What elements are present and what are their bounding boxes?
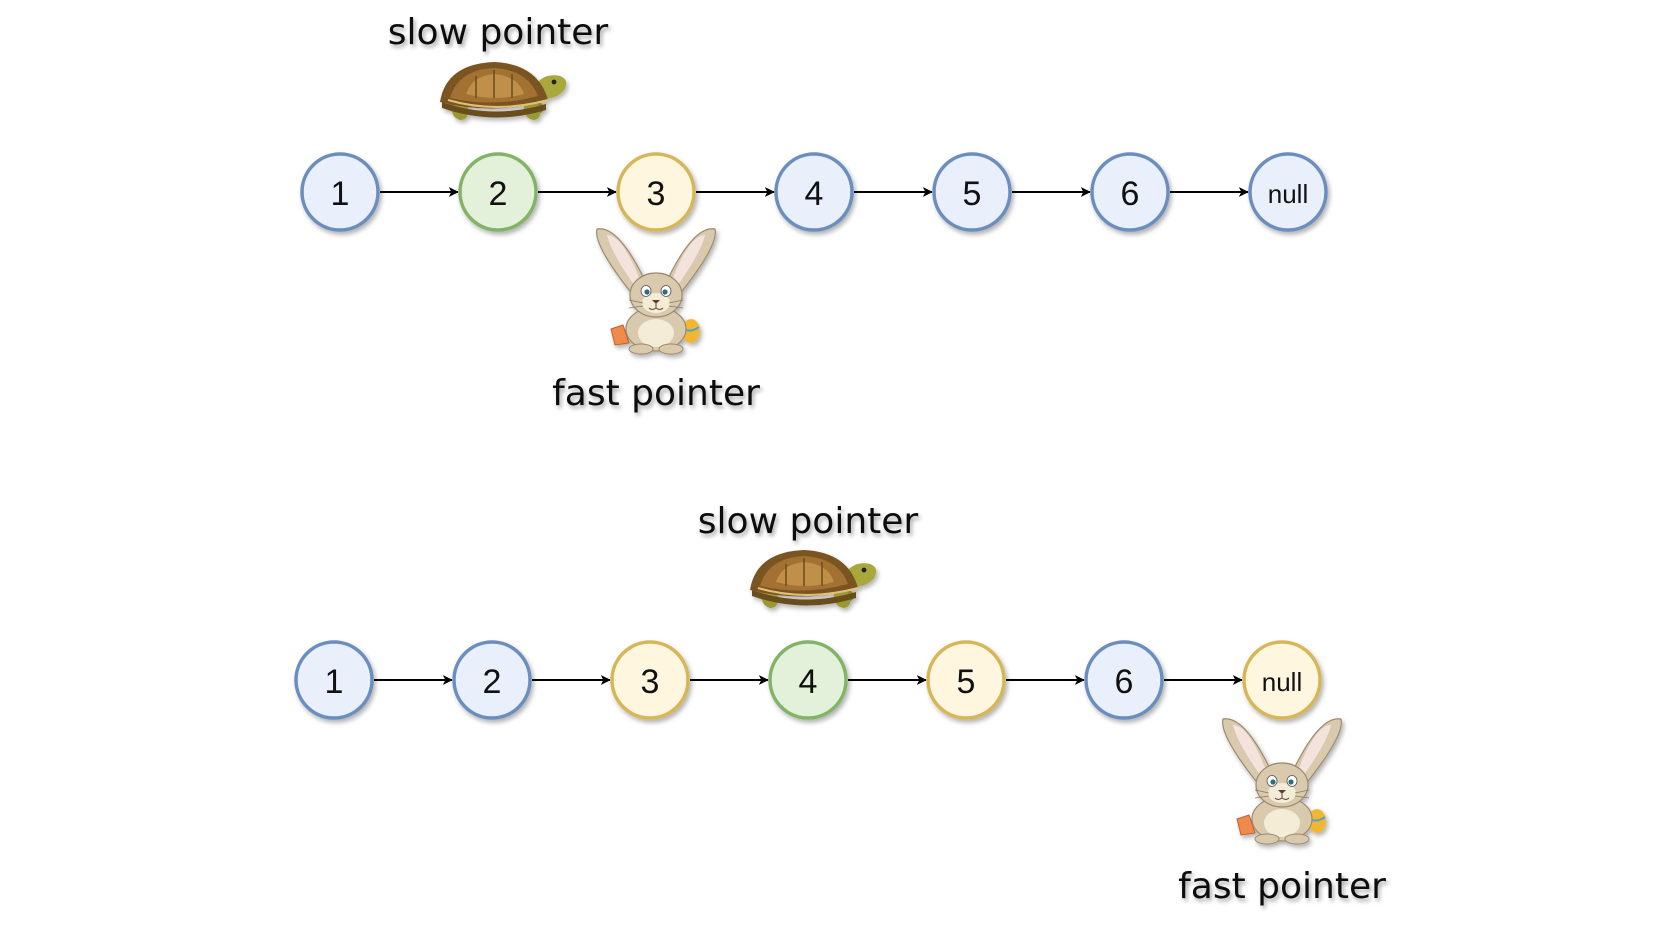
node-label: 1: [325, 663, 344, 701]
list-node: 6: [1084, 640, 1164, 720]
turtle-icon: [439, 61, 568, 121]
fast-pointer-label: fast pointer: [1178, 866, 1386, 907]
turtle-icon: [749, 549, 878, 609]
list-node: 6: [1090, 152, 1170, 232]
linked-list-1: 1 2 3 4 5 6 null slow pointer fast pointer: [300, 12, 1328, 414]
list-node: 2: [452, 640, 532, 720]
node-label: 3: [647, 175, 666, 213]
list-node: 1: [300, 152, 380, 232]
node-circle: [768, 640, 848, 720]
node-circle: [610, 640, 690, 720]
node-circle: [1248, 152, 1328, 232]
list-node: null: [1248, 152, 1328, 232]
list-node: 5: [932, 152, 1012, 232]
node-label: 6: [1115, 663, 1134, 701]
node-circle: [452, 640, 532, 720]
slow-pointer-label: slow pointer: [388, 12, 609, 53]
list-node: 3: [610, 640, 690, 720]
node-label: null: [1268, 179, 1308, 209]
node-label: 5: [957, 663, 976, 701]
node-circle: [300, 152, 380, 232]
fast-pointer-label: fast pointer: [552, 373, 760, 414]
node-circle: [616, 152, 696, 232]
list-node: 2: [458, 152, 538, 232]
node-circle: [932, 152, 1012, 232]
list-node: 1: [294, 640, 374, 720]
linked-list-2: 1 2 3 4 5 6 null slow pointer fast pointer: [294, 501, 1386, 907]
node-label: 2: [489, 175, 508, 213]
node-label: 2: [483, 663, 502, 701]
list-node: 3: [616, 152, 696, 232]
list-node: null: [1242, 640, 1322, 720]
node-label: 4: [799, 663, 818, 701]
node-circle: [1084, 640, 1164, 720]
diagrams-layer: 1 2 3 4 5 6 null slow pointer fast pointer 1 2 3 4 5 6…: [294, 12, 1386, 907]
node-circle: [926, 640, 1006, 720]
node-circle: [1090, 152, 1170, 232]
node-label: null: [1262, 667, 1302, 697]
rabbit-icon: [1221, 717, 1343, 845]
node-circle: [458, 152, 538, 232]
rabbit-icon: [595, 227, 717, 355]
node-label: 5: [963, 175, 982, 213]
node-label: 3: [641, 663, 660, 701]
slow-pointer-label: slow pointer: [698, 501, 919, 542]
node-circle: [294, 640, 374, 720]
list-node: 4: [768, 640, 848, 720]
list-node: 4: [774, 152, 854, 232]
node-label: 4: [805, 175, 824, 213]
node-circle: [1242, 640, 1322, 720]
list-node: 5: [926, 640, 1006, 720]
node-circle: [774, 152, 854, 232]
node-label: 1: [331, 175, 350, 213]
node-label: 6: [1121, 175, 1140, 213]
